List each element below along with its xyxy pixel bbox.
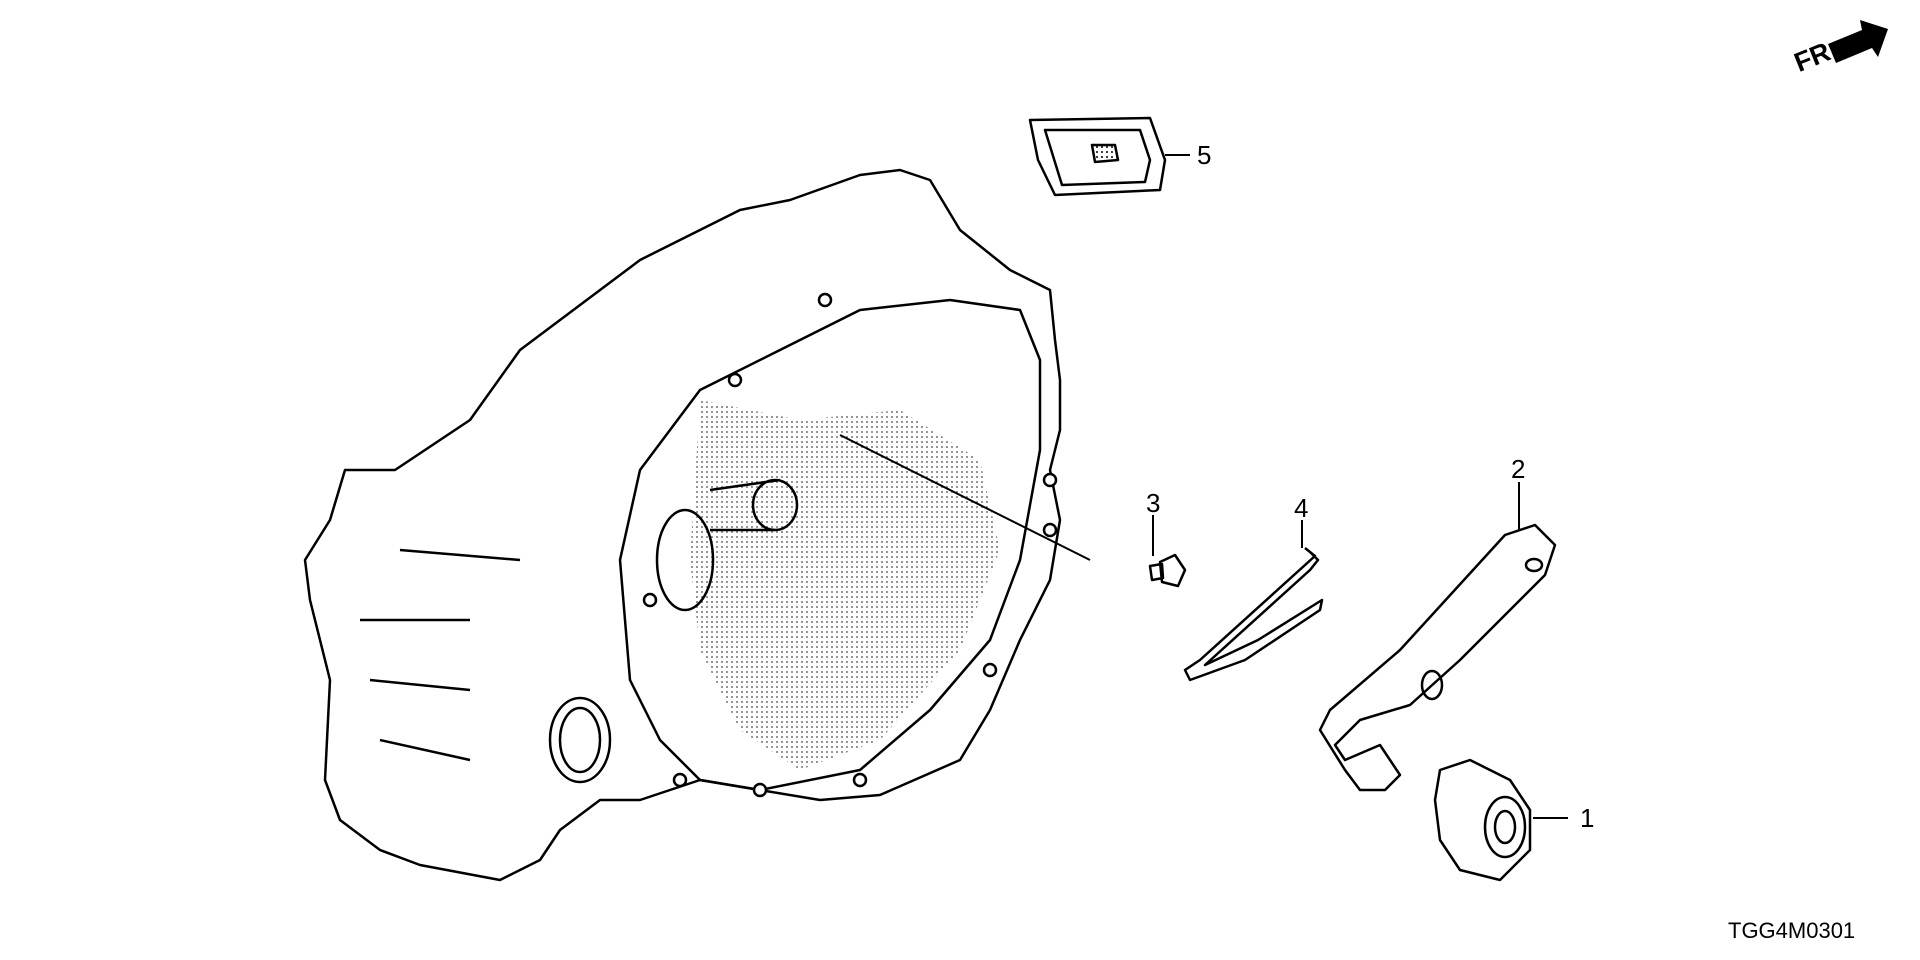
- callout-2[interactable]: 2: [1511, 454, 1526, 484]
- callout-4[interactable]: 4: [1294, 493, 1309, 523]
- bolt-part: [1148, 515, 1187, 588]
- spring-clip-part: [1183, 520, 1324, 682]
- front-arrow-icon: [1828, 20, 1888, 63]
- diagram-code: TGG4M0301: [1728, 918, 1856, 943]
- release-fork-part: [1318, 482, 1557, 792]
- callout-3[interactable]: 3: [1146, 488, 1161, 518]
- release-bearing-part: [1433, 758, 1568, 882]
- callout-5[interactable]: 5: [1197, 140, 1212, 170]
- callout-1[interactable]: 1: [1580, 803, 1595, 833]
- clutch-housing: [303, 168, 1091, 882]
- boot-part: [1028, 116, 1190, 197]
